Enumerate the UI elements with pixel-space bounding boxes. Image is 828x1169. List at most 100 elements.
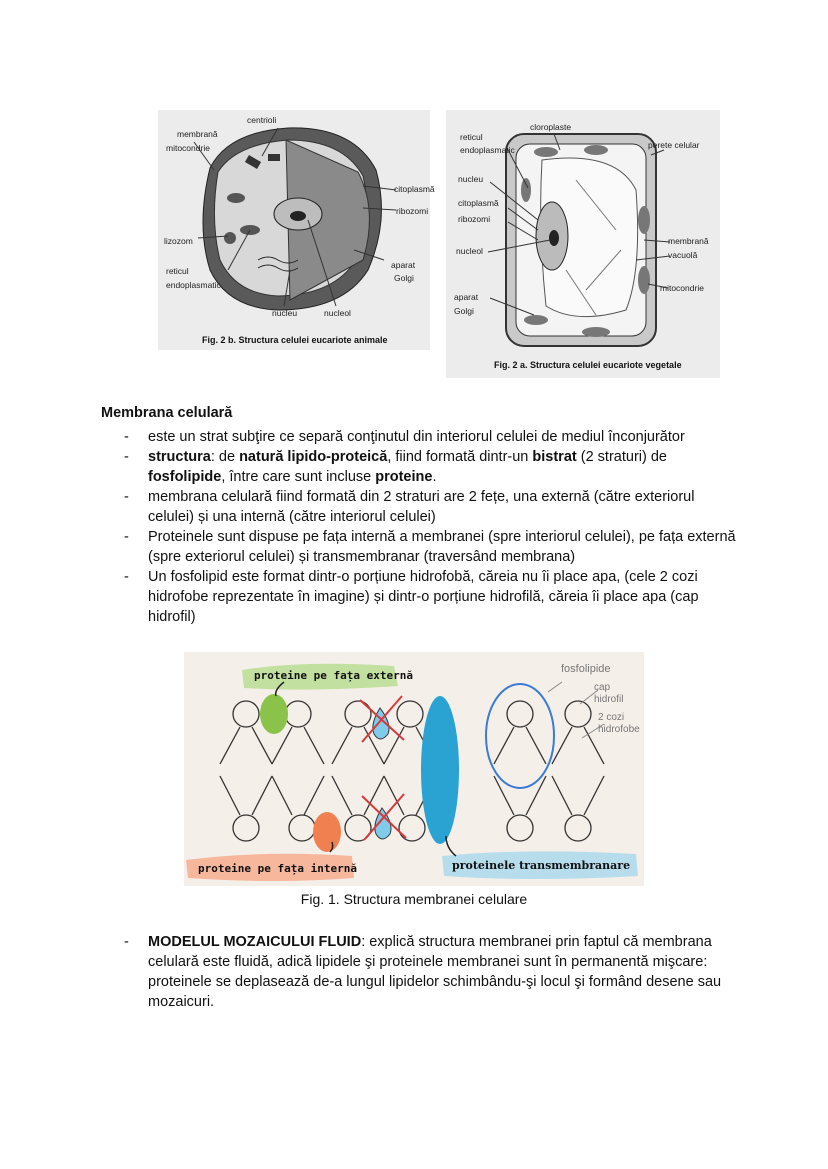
hydrophobe-tail <box>493 775 515 816</box>
hydrophobe-tail <box>363 726 385 765</box>
bullet-list: -este un strat subţire ce separă conţinu… <box>100 427 740 627</box>
label-aparat: aparat <box>391 260 416 270</box>
bullet-item: -Proteinele sunt dispuse pe fața internă… <box>124 529 736 565</box>
label-endoplasmatic: endoplasmatic <box>460 145 515 155</box>
label-endoplasmatic: endoplasmatic <box>166 280 221 290</box>
plant-cell-drawing <box>487 133 671 347</box>
label-nucleol: nucleol <box>456 246 483 256</box>
label-perete-celular: perete celular <box>648 140 700 150</box>
label-golgi: Golgi <box>454 306 474 316</box>
plant-figure-caption: Fig. 2 a. Structura celulei eucariote ve… <box>494 360 682 370</box>
label-lizozom: lizozom <box>164 236 193 246</box>
top-phospholipid-heads <box>232 700 592 728</box>
label-hidrofil: hidrofil <box>594 694 624 705</box>
bullet-text: este un strat subţire ce separă conţinut… <box>148 429 685 445</box>
label-nucleu: nucleu <box>458 174 484 184</box>
label-membrana: membrană <box>668 236 709 246</box>
label-membrana: membrană <box>177 129 218 139</box>
label-nucleu: nucleu <box>272 308 298 318</box>
phospholipid-head <box>398 814 426 842</box>
phospholipid-highlight <box>485 683 555 789</box>
mozaic-text: MODELUL MOZAICULUI FLUID: explică struct… <box>148 934 722 1010</box>
label-reticul: reticul <box>166 266 189 276</box>
phospholipid-head <box>344 814 372 842</box>
animal-cell-drawing <box>193 127 397 311</box>
hydrophobe-tail <box>383 775 405 816</box>
bullet-text: Proteinele sunt dispuse pe fața internă … <box>148 529 736 565</box>
hydrophobe-tail <box>303 726 325 765</box>
label-citoplasma: citoplasmă <box>458 198 499 208</box>
phospholipid-head <box>288 814 316 842</box>
hydrophobe-tail <box>583 775 605 816</box>
label-nucleol: nucleol <box>324 308 351 318</box>
hydrophobe-tails <box>219 726 605 816</box>
label-internal-proteins: proteine pe fața internă <box>198 862 357 875</box>
label-mitocondrie: mitocondrie <box>660 283 704 293</box>
label-citoplasma: citoplasmă <box>394 184 435 194</box>
label-fosfolipide: fosfolipide <box>561 663 611 675</box>
hydrophobe-tail <box>551 726 573 765</box>
water-drop-top <box>359 695 405 743</box>
phospholipid-head <box>284 700 312 728</box>
water-drop-bottom <box>361 793 407 841</box>
bullet-text: Un fosfolipid este format dintr-o porțiu… <box>148 569 699 625</box>
membrane-figure-caption: Fig. 1. Structura membranei celulare <box>300 891 528 907</box>
hydrophobe-tail <box>583 726 605 765</box>
section-title: Membrana celulară <box>101 405 233 421</box>
hydrophobe-tail <box>251 726 273 765</box>
label-external-proteins: proteine pe fața externă <box>254 669 413 682</box>
plant-cell-figure: cloroplaste reticul endoplasmatic perete… <box>446 110 720 378</box>
label-ribozomi: ribozomi <box>458 214 491 224</box>
hydrophobe-tail <box>271 726 293 765</box>
animal-figure-caption: Fig. 2 b. Structura celulei eucariote an… <box>202 335 388 345</box>
label-cap: cap <box>594 682 611 693</box>
bottom-phospholipid-heads <box>232 814 592 842</box>
phospholipid-head <box>506 700 534 728</box>
transmembrane-protein <box>421 696 459 844</box>
hydrophobe-tail <box>493 726 515 765</box>
label-cloroplaste: cloroplaste <box>530 122 572 132</box>
label-2-cozi: 2 cozi <box>598 712 625 723</box>
hydrophobe-tail <box>525 726 547 765</box>
bullet-item: -membrana celulară fiind formată din 2 s… <box>124 489 695 525</box>
label-mitocondrie: mitocondrie <box>166 143 210 153</box>
hydrophobe-tail <box>363 775 385 816</box>
phospholipid-head <box>506 814 534 842</box>
external-protein <box>260 694 288 734</box>
bullet-text-structura: structura: de natură lipido-proteică, fi… <box>148 449 667 485</box>
phospholipid-head <box>396 700 424 728</box>
bullet-item: -structura: de natură lipido-proteică, f… <box>124 449 667 485</box>
label-aparat: aparat <box>454 292 479 302</box>
membrane-drawing <box>186 663 638 881</box>
membrane-diagram: proteine pe fața externă proteine pe faț… <box>184 652 644 886</box>
label-ribozomi: ribozomi <box>396 206 429 216</box>
internal-protein <box>313 812 341 852</box>
bullet-item: -MODELUL MOZAICULUI FLUID: explică struc… <box>124 934 722 1010</box>
animal-cell-figure: centrioli membrană mitocondrie citoplasm… <box>158 110 435 350</box>
hydrophobe-tail <box>383 726 405 765</box>
phospholipid-head <box>344 700 372 728</box>
phospholipid-head <box>564 814 592 842</box>
label-centrioli: centrioli <box>247 115 277 125</box>
label-golgi: Golgi <box>394 273 414 283</box>
phospholipid-head <box>232 700 260 728</box>
label-transmembrane-proteins: proteinele transmembranare <box>452 859 631 872</box>
bullet-item: -este un strat subţire ce separă conţinu… <box>124 429 685 445</box>
mozaic-bullet-list: -MODELUL MOZAICULUI FLUID: explică struc… <box>100 932 740 1012</box>
hydrophobe-tail <box>551 775 573 816</box>
hydrophobe-tail <box>219 775 241 816</box>
hydrophobe-tail <box>303 775 325 816</box>
hydrophobe-tail <box>331 726 353 765</box>
hydrophobe-tail <box>331 775 353 816</box>
phospholipid-head <box>564 700 592 728</box>
hydrophobe-tail <box>251 775 273 816</box>
label-hidrofobe: hidrofobe <box>598 724 640 735</box>
hydrophobe-tail <box>219 726 241 765</box>
hydrophobe-tail <box>271 775 293 816</box>
bullet-text: membrana celulară fiind formată din 2 st… <box>148 489 695 525</box>
label-reticul: reticul <box>460 132 483 142</box>
bullet-item: -Un fosfolipid este format dintr-o porți… <box>124 569 699 625</box>
hydrophobe-tail <box>525 775 547 816</box>
phospholipid-head <box>232 814 260 842</box>
label-vacuola: vacuolă <box>668 250 698 260</box>
